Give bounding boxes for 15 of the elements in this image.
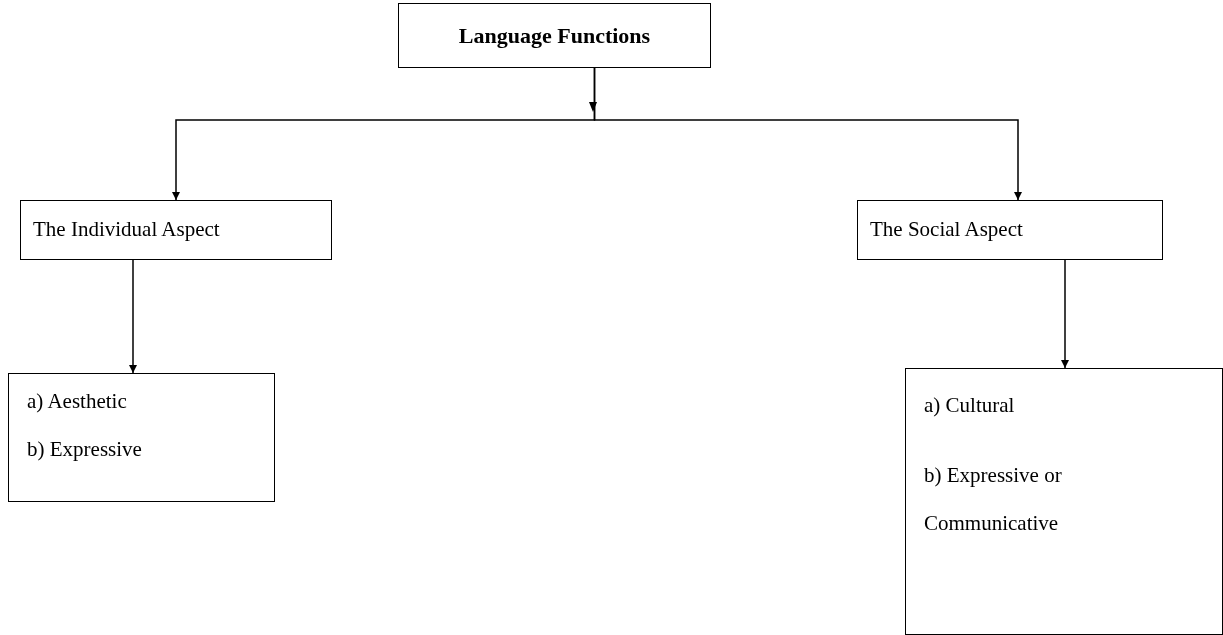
box-label: b) Expressive or Communicative	[924, 462, 1063, 537]
text-box	[20, 200, 332, 260]
box-label: Language Functions	[458, 22, 651, 50]
box-label: The Individual Aspect	[33, 216, 220, 244]
arrow	[593, 67, 1022, 201]
arrow	[129, 259, 137, 374]
text-box	[857, 200, 1163, 260]
text-box	[905, 368, 1223, 635]
arrow	[1061, 259, 1069, 369]
text-box	[8, 373, 275, 502]
box-label: a) Aesthetic	[27, 388, 128, 414]
text-box	[398, 3, 711, 68]
box-label: b) Expressive	[27, 436, 143, 462]
box-label: The Social Aspect	[870, 216, 1023, 244]
box-label: a) Cultural	[924, 392, 1016, 419]
